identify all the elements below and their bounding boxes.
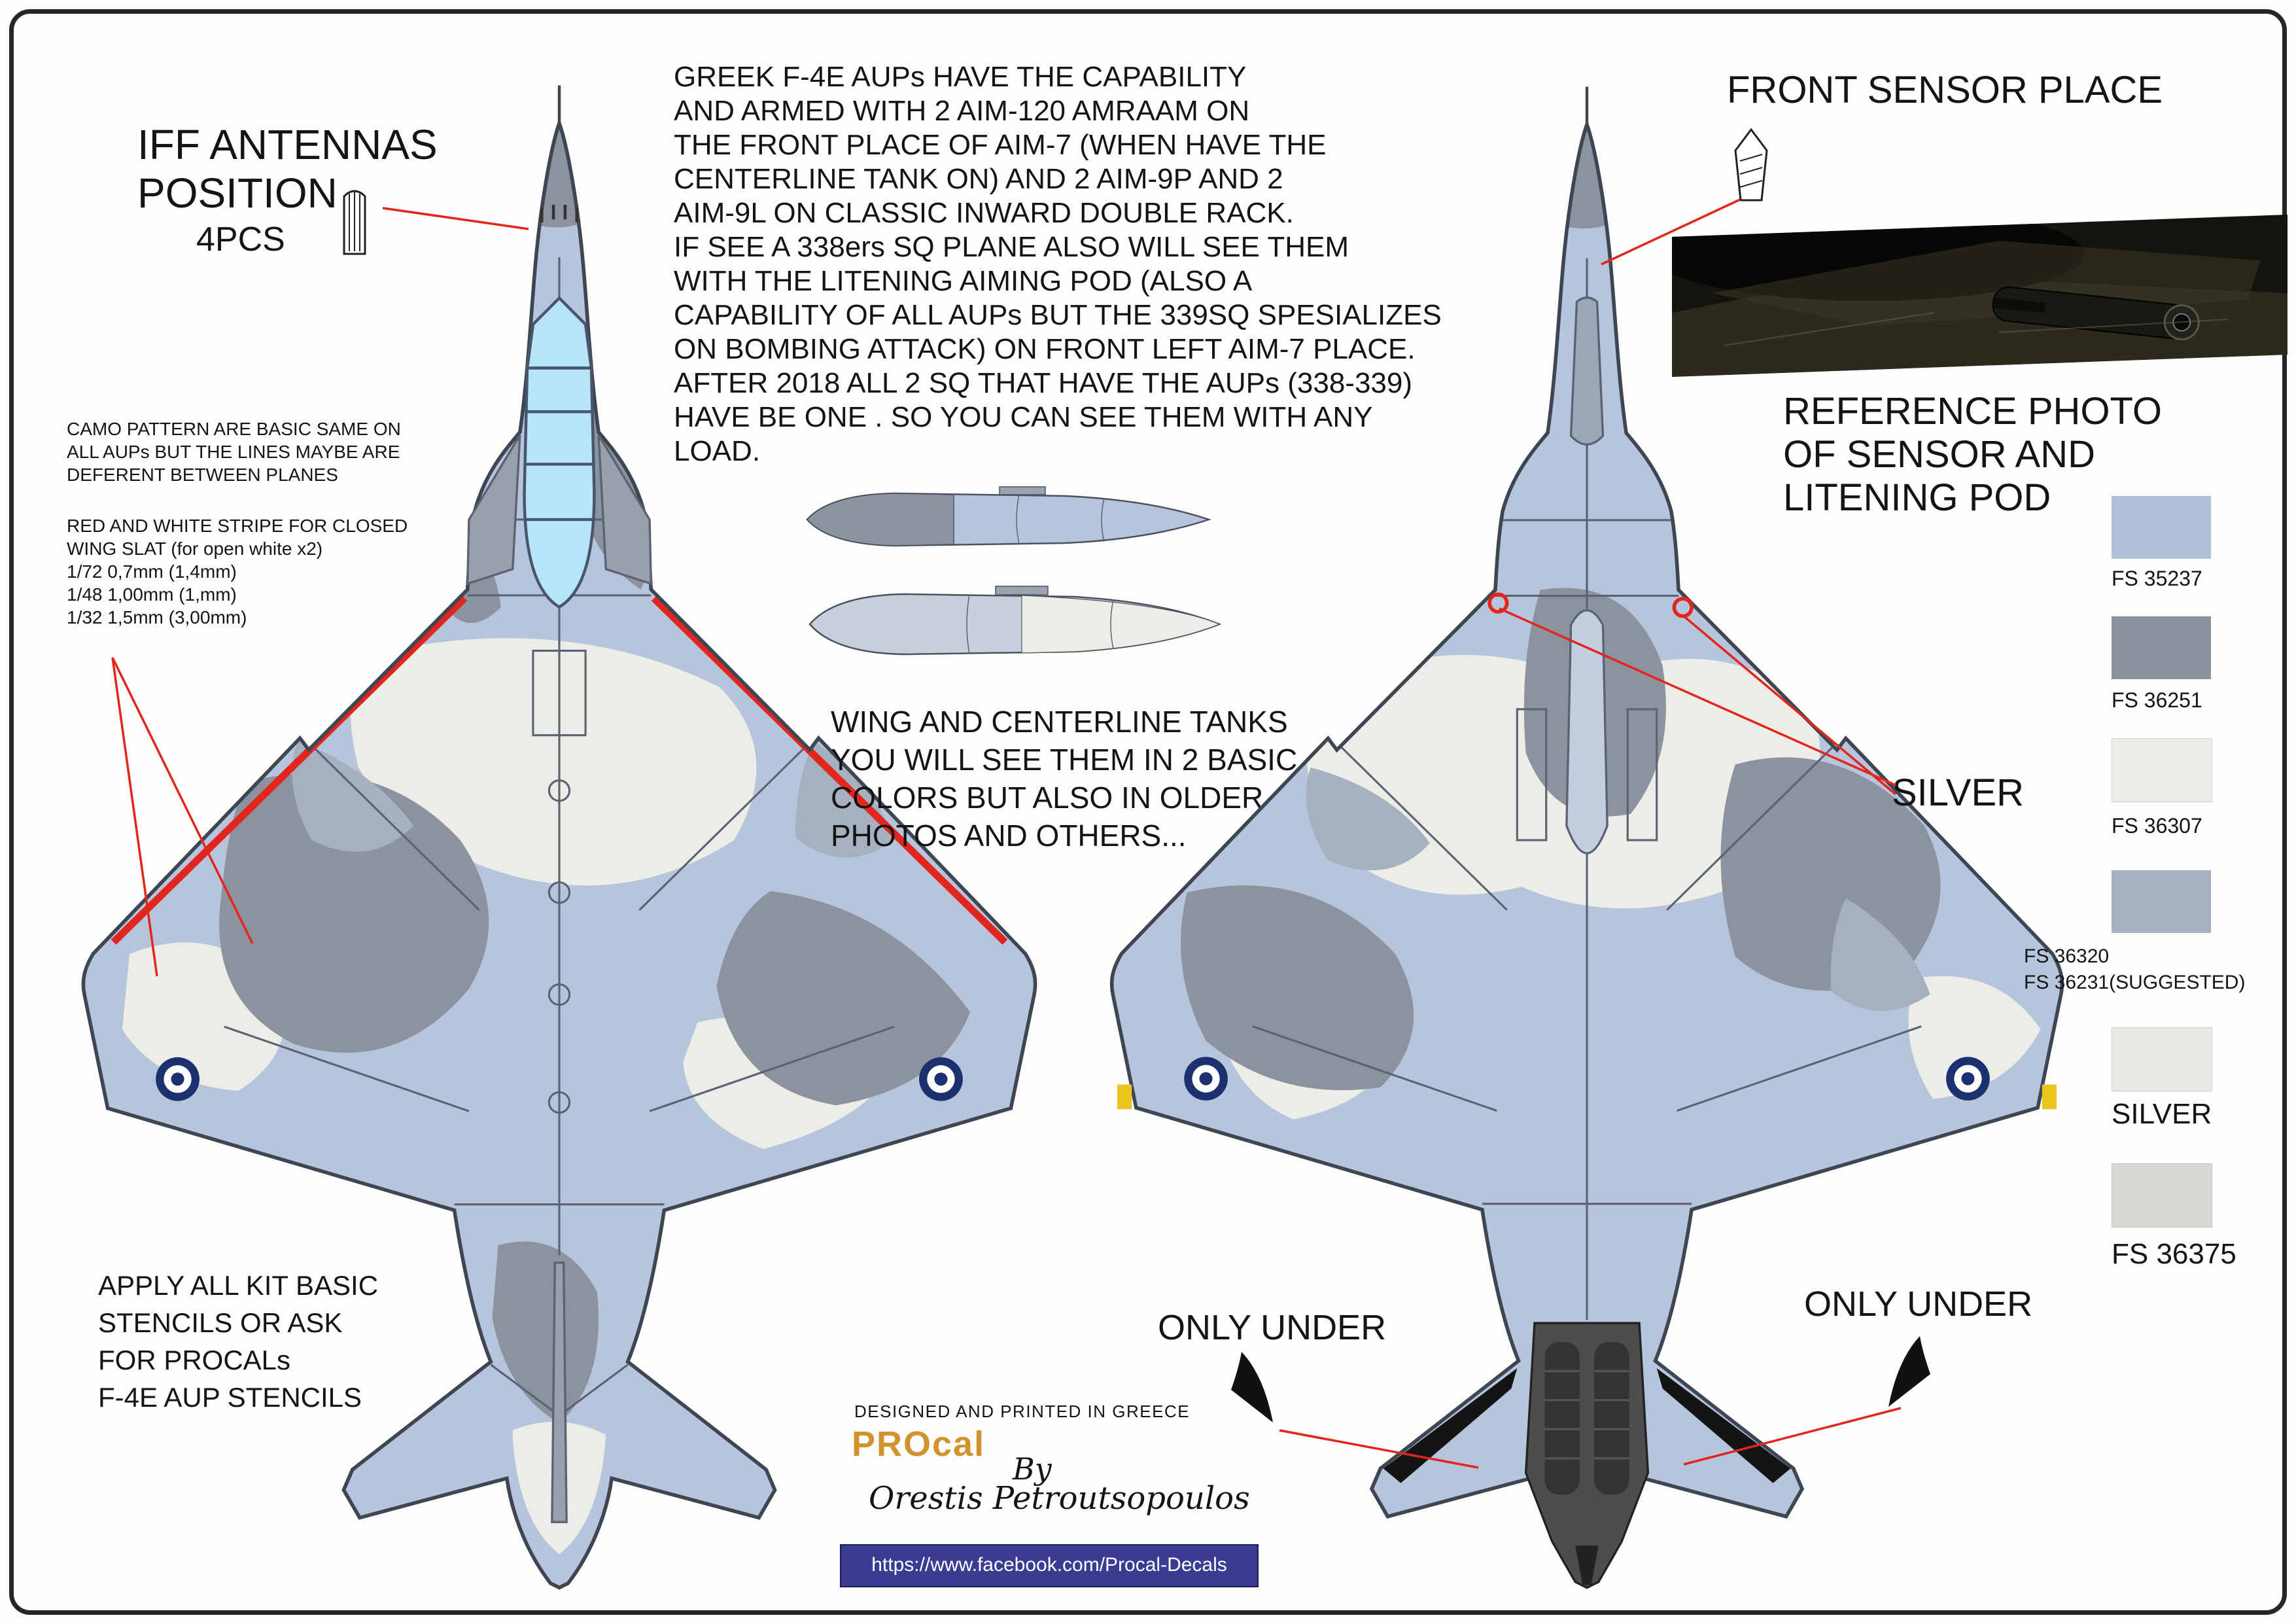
swatch-label-fs36375: FS 36375 xyxy=(2112,1238,2236,1270)
facebook-link-banner[interactable]: https://www.facebook.com/Procal-Decals xyxy=(840,1544,1259,1587)
centerline-tank-drawing xyxy=(809,586,1222,656)
front-sensor-label: FRONT SENSOR PLACE xyxy=(1727,69,2163,111)
iff-antennas-on-nose xyxy=(540,205,578,222)
swatch-silver xyxy=(2112,1027,2212,1091)
fuel-tanks-diagram xyxy=(806,486,1222,656)
main-description-paragraph: GREEK F-4E AUPs HAVE THE CAPABILITY AND … xyxy=(674,61,1442,467)
roundel-right-wing-under xyxy=(1946,1057,1990,1101)
tanks-note: WING AND CENTERLINE TANKS YOU WILL SEE T… xyxy=(831,705,1298,853)
canopy-glazing xyxy=(523,296,596,609)
only-under-arrow-right xyxy=(1888,1336,1930,1407)
procal-logo: PROcal xyxy=(852,1424,986,1464)
by-label: By xyxy=(1013,1451,1052,1487)
camo-pattern-note: CAMO PATTERN ARE BASIC SAME ON ALL AUPs … xyxy=(67,419,401,485)
swatch-fs35237 xyxy=(2112,496,2211,559)
roundel-right-wing xyxy=(919,1057,963,1101)
wing-slat-stripe-note: RED AND WHITE STRIPE FOR CLOSED WING SLA… xyxy=(67,516,408,627)
swatch-fs36251 xyxy=(2112,616,2211,679)
swatch-label-fs36251: FS 36251 xyxy=(2112,688,2202,712)
roundel-left-wing xyxy=(156,1057,200,1101)
swatch-fs36320 xyxy=(2112,870,2211,933)
litening-pod-photo xyxy=(1672,215,2287,377)
swatch-label-silver: SILVER xyxy=(2112,1098,2212,1130)
swatch-fs36375 xyxy=(2112,1163,2212,1227)
only-under-label-left: ONLY UNDER xyxy=(1158,1308,1387,1347)
iff-antennas-qty: 4PCS xyxy=(196,221,285,258)
swatch-label-fs36320: FS 36320 FS 36231(SUGGESTED) xyxy=(2024,945,2246,993)
swatch-fs36307 xyxy=(2112,738,2212,802)
litening-pod-silhouette xyxy=(1992,286,2200,341)
iff-antennas-title: IFF ANTENNAS POSITION xyxy=(137,121,438,217)
wing-tank-drawing xyxy=(806,486,1211,547)
silver-callout: SILVER xyxy=(1892,771,2025,814)
stencils-note: APPLY ALL KIT BASIC STENCILS OR ASK FOR … xyxy=(98,1270,379,1413)
exhaust-section xyxy=(1524,1322,1650,1589)
front-sensor-icon xyxy=(1734,128,1768,202)
left-aircraft-top-view-diagram xyxy=(81,85,1037,1590)
swatch-label-fs36307: FS 36307 xyxy=(2112,814,2202,838)
only-under-label-right: ONLY UNDER xyxy=(1804,1284,2033,1324)
author-signature: Orestis Petroutsopoulos xyxy=(869,1480,1250,1517)
swatch-label-fs35237: FS 35237 xyxy=(2112,567,2202,590)
only-under-arrow-left xyxy=(1231,1352,1273,1422)
iff-antenna-icon xyxy=(343,190,366,255)
made-in-line: DESIGNED AND PRINTED IN GREECE xyxy=(854,1402,1191,1421)
reference-photo-label: REFERENCE PHOTO OF SENSOR AND LITENING P… xyxy=(1783,390,2163,519)
roundel-left-wing-under xyxy=(1184,1057,1228,1101)
